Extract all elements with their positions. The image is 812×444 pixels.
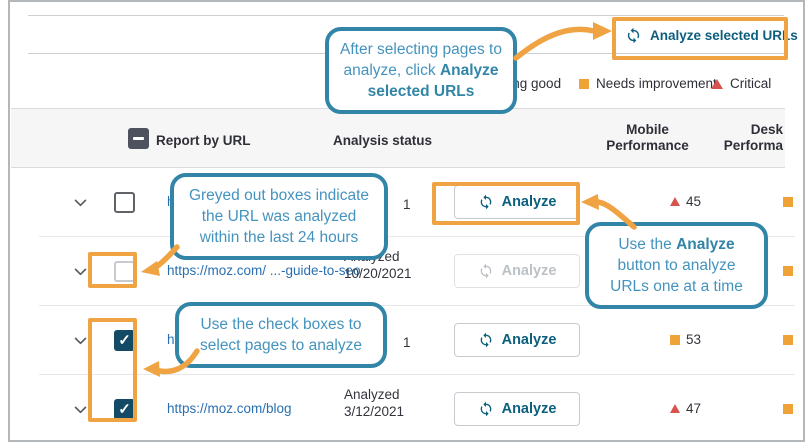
check-icon: ✓: [118, 332, 131, 349]
sync-icon: [480, 263, 491, 279]
desktop-performance-marker orange-square-icon: [783, 266, 793, 276]
table-row: ✓ htt 1 Analyze 53: [11, 306, 795, 375]
url-link[interactable]: https://moz.com/ ...-guide-to-seo: [167, 263, 361, 278]
desktop-performance-marker orange-square-icon: [783, 197, 793, 207]
row-divider: [39, 236, 795, 237]
red-triangle-icon: [711, 78, 723, 89]
analyze-selected-urls-label: Analyze selected URLs: [650, 28, 798, 43]
analyze-button[interactable]: Analyze: [454, 323, 580, 357]
legend-label: Critical: [730, 76, 772, 91]
mobile-performance-value: 47: [638, 401, 733, 416]
check-icon: ✓: [118, 401, 131, 418]
orange-square-icon: [669, 334, 680, 345]
indeterminate-icon: [133, 137, 144, 140]
row-checkbox-checked[interactable]: ✓: [114, 330, 135, 351]
row-checkbox-greyed[interactable]: [114, 261, 135, 282]
expand-chevron-icon[interactable]: [68, 237, 92, 306]
header-analysis-status: Analysis status: [333, 133, 433, 148]
red-triangle-icon: [669, 404, 680, 413]
legend-item-critical: Critical: [711, 76, 771, 91]
analyze-selected-urls-button[interactable]: Analyze selected URLs: [625, 27, 798, 44]
table-row: ✓ https://moz.com/blog Analyzed 3/12/202…: [11, 375, 793, 444]
row-divider: [39, 374, 795, 375]
row-checkbox-checked[interactable]: ✓: [114, 399, 135, 420]
orange-square-icon: [579, 78, 589, 89]
mobile-performance-value: 45: [638, 194, 733, 209]
sync-icon: [627, 27, 640, 44]
status-fragment: 1: [403, 335, 411, 350]
desktop-performance-marker orange-square-icon: [783, 404, 793, 414]
expand-chevron-icon[interactable]: [68, 168, 92, 237]
sync-icon: [480, 332, 491, 348]
select-all-checkbox[interactable]: [128, 128, 149, 149]
top-divider: [28, 15, 784, 16]
row-checkbox[interactable]: [114, 192, 135, 213]
sync-icon: [480, 401, 491, 417]
header-desktop-performance: Desk Performa: [723, 122, 783, 153]
url-link[interactable]: https://moz.com/blog: [167, 401, 292, 416]
desktop-performance-marker orange-square-icon: [783, 335, 793, 345]
analyze-button[interactable]: Analyze: [454, 392, 580, 426]
legend-item-needs-improvement: Needs improvement: [579, 76, 717, 91]
mobile-performance-value: 53: [638, 332, 733, 347]
header-report-by-url: Report by URL: [156, 133, 251, 148]
analyze-button-disabled[interactable]: Analyze: [454, 254, 580, 288]
red-triangle-icon: [669, 197, 680, 206]
header-mobile-performance: Mobile Performance: [606, 122, 689, 153]
expand-chevron-icon[interactable]: [68, 306, 92, 375]
row-divider: [39, 305, 795, 306]
analysis-status: Analyzed 3/12/2021: [344, 387, 405, 419]
legend-label: Needs improvement: [596, 76, 717, 91]
table-row: https://moz.com/ ...-guide-to-seo Analyz…: [11, 237, 795, 306]
analyze-button[interactable]: Analyze: [454, 185, 580, 219]
expand-chevron-icon[interactable]: [68, 375, 92, 444]
sync-icon: [480, 194, 491, 210]
status-fragment: 1: [403, 197, 411, 212]
